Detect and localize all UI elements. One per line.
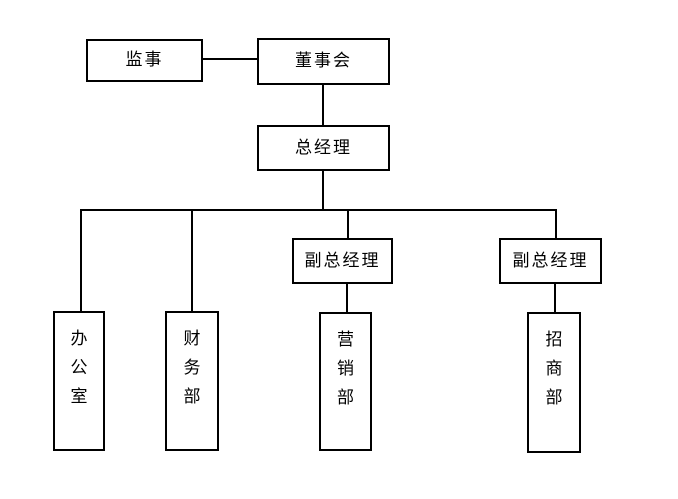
node-investment-dept: 招商部 [527, 312, 581, 453]
node-finance-dept-label: 财务部 [183, 329, 201, 407]
node-general-manager-label: 总经理 [295, 137, 352, 158]
node-office: 办公室 [53, 311, 105, 451]
connector-board-general-manager [322, 85, 324, 125]
node-supervisor: 监事 [86, 39, 203, 82]
node-deputy-gm-right-label: 副总经理 [512, 250, 589, 271]
node-marketing-dept: 营销部 [319, 312, 372, 451]
node-board-label: 董事会 [295, 51, 352, 71]
connector-bus [80, 209, 557, 211]
node-deputy-gm-left-label: 副总经理 [304, 250, 381, 271]
node-supervisor-label: 监事 [125, 50, 164, 70]
node-general-manager: 总经理 [257, 125, 390, 171]
connector-bus-deputy-left [347, 209, 349, 238]
node-deputy-gm-right: 副总经理 [499, 238, 602, 284]
connector-bus-finance [191, 209, 193, 311]
node-marketing-dept-label: 营销部 [337, 330, 354, 408]
connector-deputy-left-marketing [346, 284, 348, 312]
node-finance-dept: 财务部 [165, 311, 219, 451]
node-deputy-gm-left: 副总经理 [292, 238, 393, 284]
connector-deputy-right-investment [554, 284, 556, 312]
connector-bus-office [80, 209, 82, 311]
node-office-label: 办公室 [70, 329, 88, 407]
node-investment-dept-label: 招商部 [545, 330, 563, 408]
connector-general-manager-bus [322, 171, 324, 210]
connector-bus-deputy-right [555, 209, 557, 238]
node-board: 董事会 [257, 38, 390, 85]
connector-supervisor-board [203, 58, 257, 60]
